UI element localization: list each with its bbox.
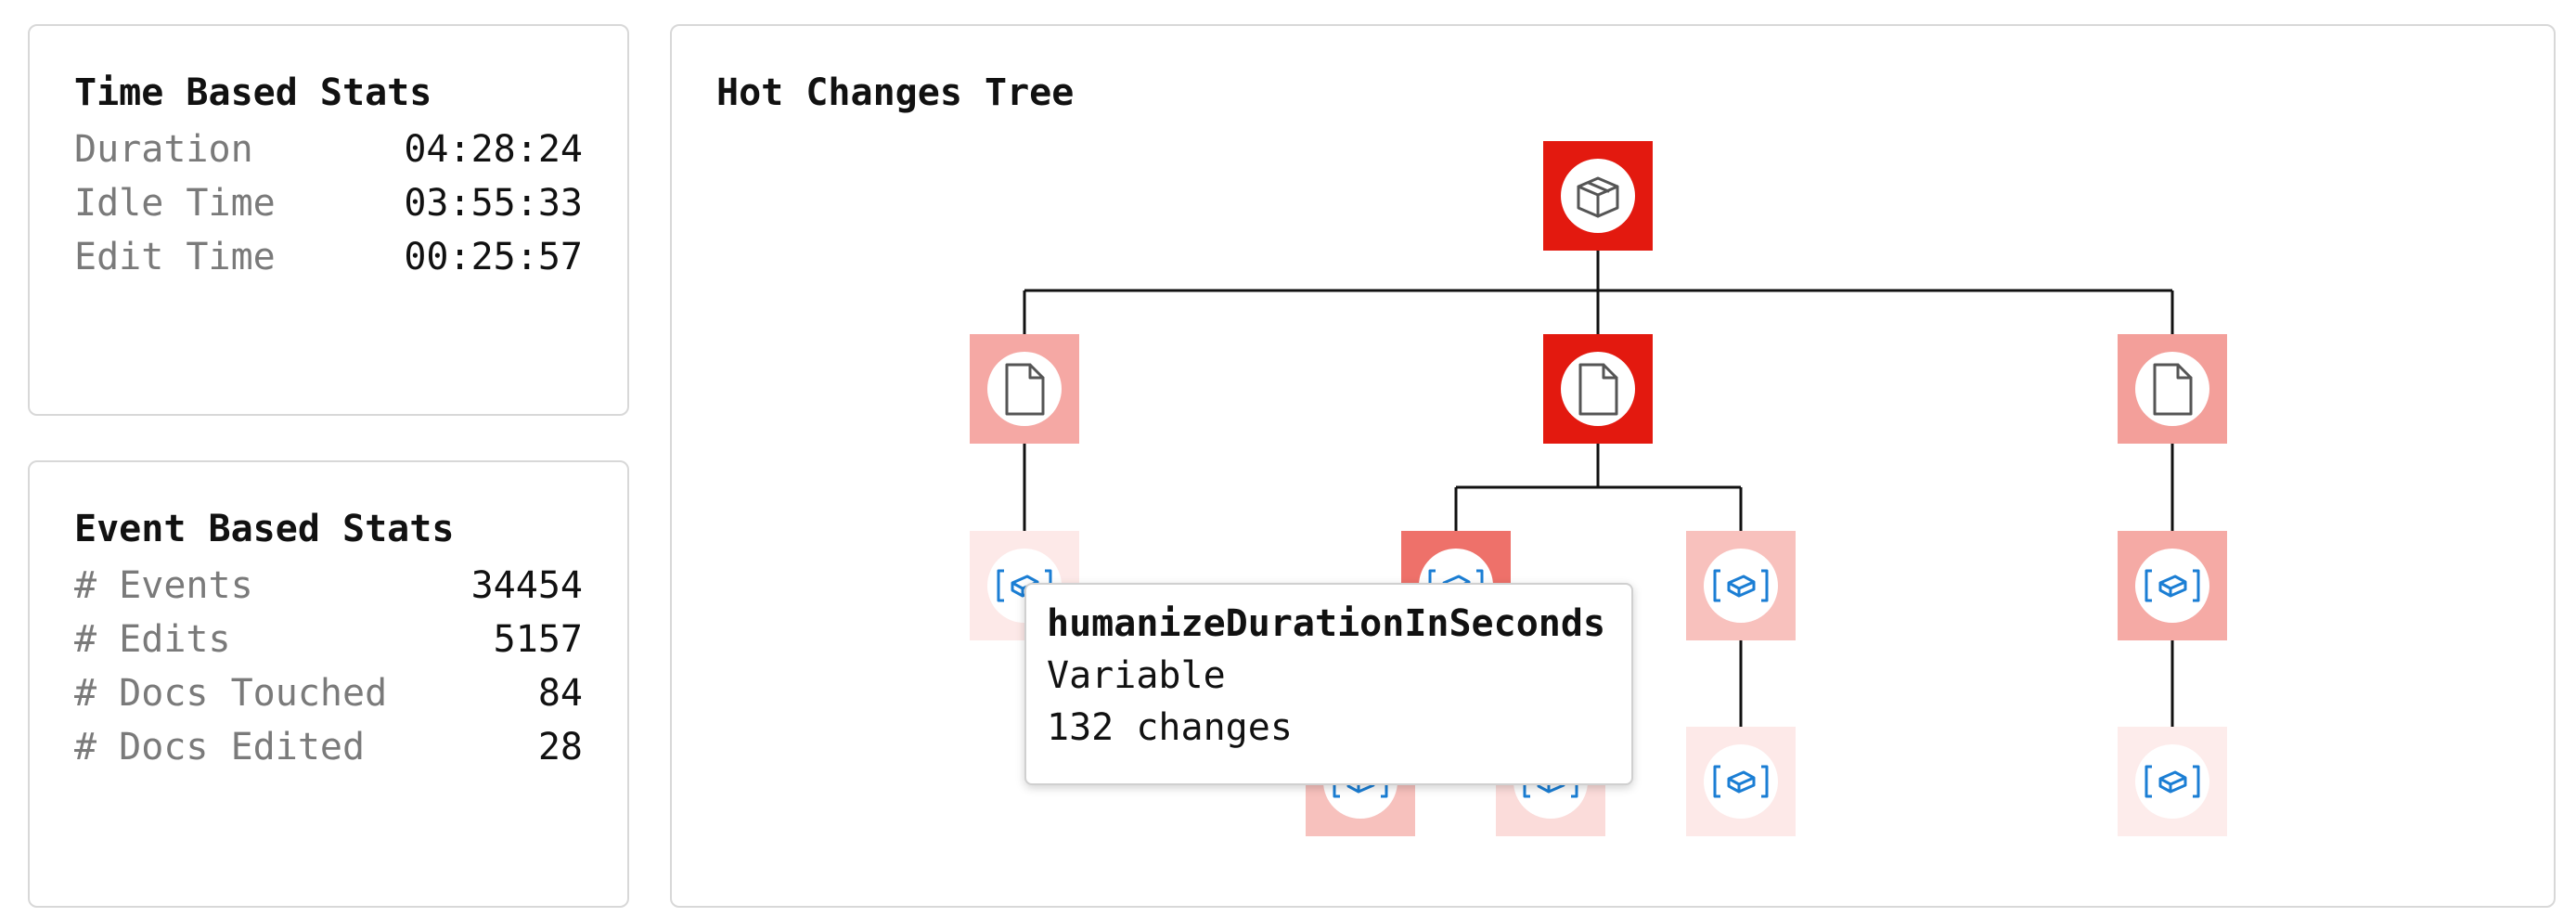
tooltip-node-name: humanizeDurationInSeconds — [1047, 602, 1606, 645]
stat-value: 00:25:57 — [404, 236, 583, 278]
variable-icon — [2145, 569, 2200, 602]
stat-label: Idle Time — [74, 182, 276, 225]
hot-changes-tree-title: Hot Changes Tree — [716, 71, 1075, 114]
tree-node-doc-2[interactable] — [1543, 334, 1653, 444]
event-stats-list: # Events 34454 # Edits 5157 # Docs Touch… — [74, 559, 583, 774]
tree-node-badge — [1704, 744, 1778, 819]
stat-row-idle-time: Idle Time 03:55:33 — [74, 176, 583, 230]
stat-value: 5157 — [493, 618, 583, 661]
tree-node-doc-1[interactable] — [970, 334, 1079, 444]
stat-row-events: # Events 34454 — [74, 559, 583, 613]
tree-node-var-8[interactable] — [2118, 727, 2227, 836]
stat-value: 03:55:33 — [404, 182, 583, 225]
variable-icon — [2145, 765, 2200, 798]
stat-label: Duration — [74, 128, 253, 171]
time-stats-title: Time Based Stats — [74, 71, 432, 114]
time-stats-panel: Time Based Stats Duration 04:28:24 Idle … — [28, 24, 629, 416]
stat-row-duration: Duration 04:28:24 — [74, 123, 583, 176]
tree-node-var-7[interactable] — [1686, 727, 1796, 836]
variable-icon — [1713, 765, 1769, 798]
stat-label: # Docs Touched — [74, 672, 388, 715]
tree-node-var-4[interactable] — [2118, 531, 2227, 640]
stat-row-edit-time: Edit Time 00:25:57 — [74, 230, 583, 284]
tooltip-node-kind: Variable — [1047, 654, 1226, 697]
stat-label: # Edits — [74, 618, 231, 661]
tree-node-root[interactable] — [1543, 141, 1653, 251]
stat-value: 34454 — [470, 564, 583, 607]
stat-label: Edit Time — [74, 236, 276, 278]
stat-value: 28 — [537, 726, 583, 768]
file-icon — [2153, 363, 2193, 416]
file-icon — [1005, 363, 1045, 416]
stat-value: 04:28:24 — [404, 128, 583, 171]
tree-node-var-3[interactable] — [1686, 531, 1796, 640]
stat-label: # Docs Edited — [74, 726, 366, 768]
stat-row-docs-touched: # Docs Touched 84 — [74, 666, 583, 720]
tree-node-badge — [2135, 744, 2209, 819]
stat-label: # Events — [74, 564, 253, 607]
stat-row-edits: # Edits 5157 — [74, 613, 583, 666]
package-icon — [1577, 176, 1619, 218]
variable-icon — [1713, 569, 1769, 602]
node-tooltip: humanizeDurationInSeconds Variable 132 c… — [1024, 583, 1633, 785]
file-icon — [1578, 363, 1618, 416]
stat-value: 84 — [537, 672, 583, 715]
tree-node-badge — [1704, 549, 1778, 623]
stat-row-docs-edited: # Docs Edited 28 — [74, 720, 583, 774]
time-stats-list: Duration 04:28:24 Idle Time 03:55:33 Edi… — [74, 123, 583, 284]
tree-node-doc-3[interactable] — [2118, 334, 2227, 444]
tree-node-badge — [2135, 549, 2209, 623]
event-stats-panel: Event Based Stats # Events 34454 # Edits… — [28, 460, 629, 908]
event-stats-title: Event Based Stats — [74, 508, 455, 550]
tooltip-node-changes: 132 changes — [1047, 706, 1293, 749]
